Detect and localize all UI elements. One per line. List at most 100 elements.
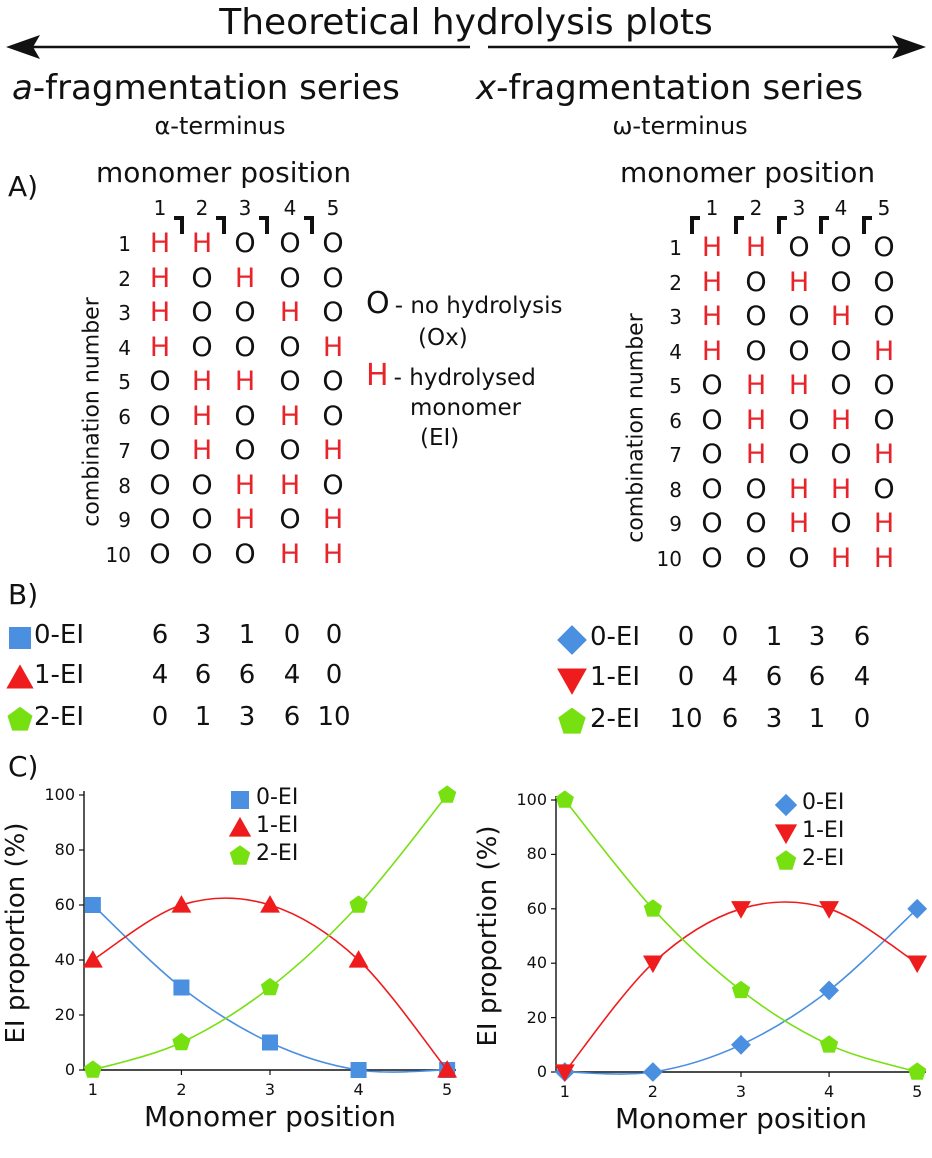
right-combination-number: 1 (669, 236, 682, 260)
cleavage-bracket (690, 216, 700, 234)
right-cell-o: O (745, 473, 767, 505)
legend-h-entry: H - hydrolysed (366, 358, 536, 393)
left-count-value: 4 (151, 660, 169, 690)
right-chart-x-axis-label: Monomer position (615, 1102, 867, 1135)
left-count-value: 6 (238, 660, 256, 690)
right-chart-point-0-ei (907, 898, 928, 919)
left-cell-o: O (191, 262, 213, 294)
left-cell-o: O (149, 366, 171, 397)
right-cell-h: H (830, 404, 852, 436)
left-cell-o: O (191, 469, 213, 501)
left-cell-o: O (279, 435, 301, 466)
left-cell-h: H (149, 262, 171, 294)
right-chart-x-tick-label: 1 (559, 1082, 570, 1101)
right-cell-o: O (788, 439, 810, 470)
legend-o-text: - no hydrolysis (394, 293, 563, 319)
right-cell-o: O (873, 232, 895, 263)
left-count-value: 0 (151, 702, 169, 732)
right-position-number: 5 (877, 196, 891, 220)
left-cell-o: O (279, 262, 301, 294)
right-cell-o: O (830, 266, 852, 298)
left-combination-number: 1 (118, 232, 131, 256)
left-chart-point-0-ei (84, 897, 101, 913)
left-cell-o: O (234, 228, 256, 259)
left-chart-x-axis-label: Monomer position (144, 1100, 396, 1133)
left-chart-point-1-ei (171, 895, 192, 913)
right-chart-line-2-ei (564, 799, 918, 1073)
right-combination-number: 10 (656, 546, 682, 571)
left-position-number: 3 (238, 196, 252, 220)
right-cell-h: H (745, 370, 767, 401)
right-chart-point-1-ei (731, 901, 751, 919)
left-cell-o: O (191, 504, 213, 535)
left-count-value: 1 (238, 620, 256, 650)
left-cell-o: O (234, 400, 256, 432)
right-chart-x-tick-label: 4 (824, 1082, 835, 1101)
right-chart-x-tick-label: 3 (735, 1082, 747, 1101)
right-monomer-position-label: monomer position (620, 156, 876, 189)
left-chart-y-tick-label: 60 (54, 895, 75, 914)
legend-o-entry: O - no hydrolysis (366, 286, 562, 321)
left-combination-number: 10 (105, 542, 131, 567)
right-chart-point-2-ei (731, 980, 751, 999)
left-position-number: 1 (153, 196, 167, 220)
right-combination-number: 9 (669, 512, 682, 536)
left-chart-point-1-ei (82, 950, 103, 968)
left-chart-point-2-ei (349, 895, 368, 913)
right-count-label: 2-EI (590, 704, 641, 734)
direction-arrows (6, 35, 926, 59)
right-count-value: 10 (669, 704, 703, 734)
left-combination-number: 6 (118, 404, 131, 429)
right-cell-o: O (830, 439, 852, 470)
right-count-value: 6 (765, 662, 783, 692)
right-count-value: 4 (721, 662, 739, 692)
left-count-value: 0 (283, 620, 301, 650)
left-cell-h: H (191, 228, 213, 259)
left-position-number: 5 (326, 196, 340, 220)
left-cell-o: O (322, 297, 344, 328)
legend-h-text-3: (EI) (420, 425, 460, 451)
cleavage-bracket (862, 216, 872, 234)
left-cell-o: O (149, 538, 171, 570)
left-cell-o: O (234, 331, 256, 363)
left-cell-h: H (322, 331, 344, 363)
right-cell-o: O (745, 508, 767, 539)
right-chart-x-tick-label: 5 (912, 1082, 923, 1101)
left-cell-o: O (322, 366, 344, 397)
left-count-value: 6 (151, 620, 169, 650)
right-count-value: 0 (677, 662, 695, 692)
left-cell-h: H (149, 331, 171, 363)
right-chart-y-tick-label: 40 (526, 953, 547, 973)
left-count-value: 6 (283, 702, 301, 732)
right-position-number: 4 (834, 196, 848, 220)
left-cell-h: H (322, 538, 344, 570)
series-left-title: a-fragmentation series (12, 68, 400, 108)
right-cell-o: O (701, 404, 723, 436)
right-cell-h: H (745, 439, 767, 470)
right-cell-o: O (830, 370, 852, 401)
panel-c-label: C) (8, 750, 39, 783)
left-chart-legend-label: 1-EI (256, 813, 299, 838)
left-chart-x-tick-label: 1 (87, 1080, 98, 1099)
right-combination-number: 8 (669, 477, 682, 502)
cleavage-bracket (819, 216, 829, 234)
cleavage-bracket (304, 216, 314, 234)
right-chart-legend-label: 2-EI (802, 846, 845, 871)
left-count-label: 2-EI (34, 702, 85, 732)
right-cell-h: H (788, 508, 810, 539)
right-chart-legend-label: 1-EI (802, 818, 845, 843)
left-cell-h: H (234, 504, 256, 535)
left-cell-o: O (149, 400, 171, 432)
right-cell-o: O (788, 404, 810, 436)
left-cell-h: H (279, 400, 301, 432)
right-chart-legend-marker-0-ei (774, 793, 798, 817)
right-cell-o: O (701, 473, 723, 505)
left-combination-number: 3 (118, 301, 131, 325)
right-cell-h: H (873, 542, 895, 574)
right-chart-x-tick-label: 2 (647, 1082, 658, 1101)
left-count-marker-1-ei (6, 664, 34, 689)
right-cell-o: O (873, 266, 895, 298)
right-position-number: 2 (749, 196, 763, 220)
